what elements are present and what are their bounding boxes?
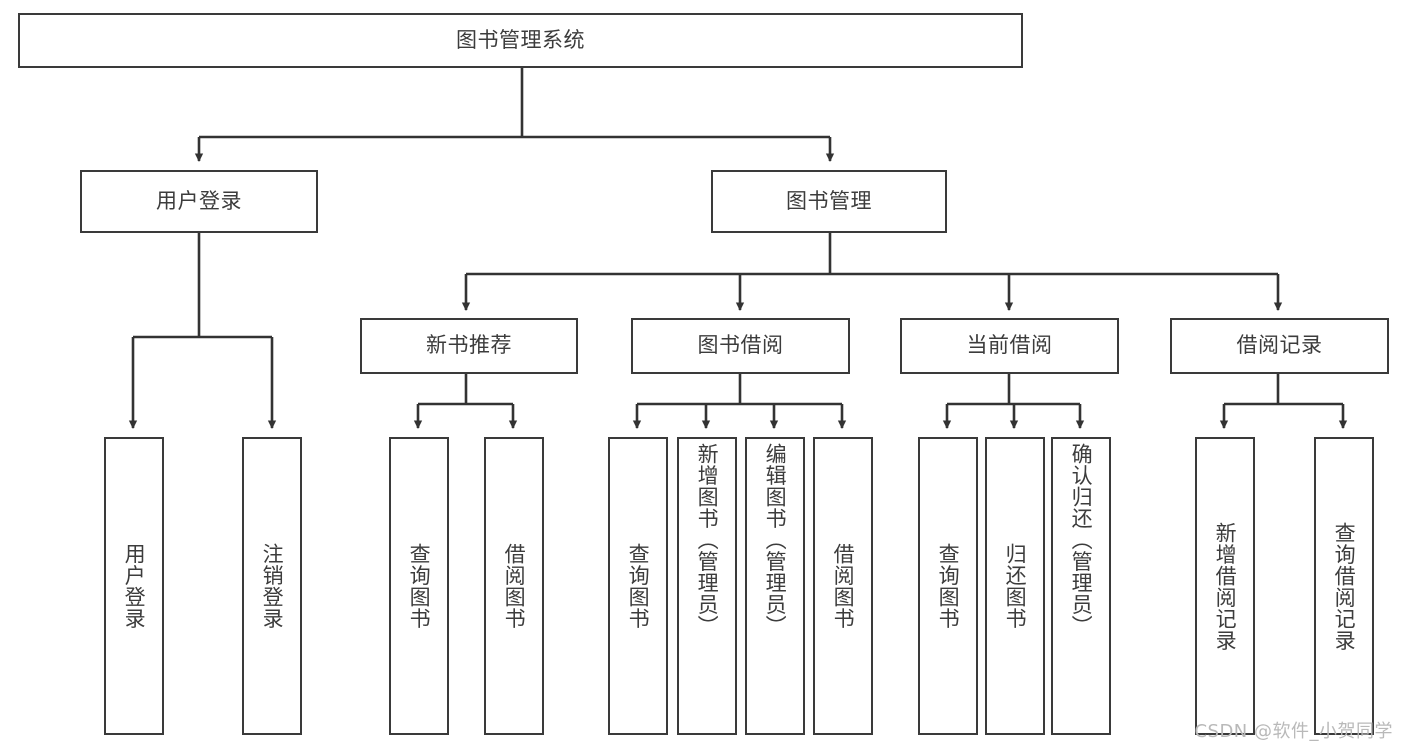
node-borrow-record[interactable]: 借阅记录 <box>1170 318 1389 374</box>
node-label: 新书推荐 <box>426 333 512 358</box>
leaf-borrow-borrow-book[interactable]: 借阅图书 <box>813 437 873 735</box>
node-label: 归还图书 <box>1003 543 1028 629</box>
node-new-book-recommend[interactable]: 新书推荐 <box>360 318 578 374</box>
node-label: 当前借阅 <box>966 333 1053 358</box>
node-root-system[interactable]: 图书管理系统 <box>18 13 1023 68</box>
node-book-management[interactable]: 图书管理 <box>711 170 947 233</box>
node-label: 借阅图书 <box>831 543 856 629</box>
watermark: CSDN @软件_小贺同学 <box>1194 721 1393 742</box>
node-user-login[interactable]: 用户登录 <box>80 170 318 233</box>
leaf-record-query[interactable]: 查询借阅记录 <box>1314 437 1374 735</box>
leaf-current-query-book[interactable]: 查询图书 <box>918 437 978 735</box>
leaf-borrow-add-book[interactable]: 新增图书（管理员） <box>677 437 737 735</box>
node-label: 借阅记录 <box>1236 333 1323 358</box>
node-label: 借阅图书 <box>502 543 527 629</box>
node-label: 图书管理系统 <box>456 27 585 52</box>
node-label: 新增图书（管理员） <box>695 443 720 637</box>
leaf-borrow-query-book[interactable]: 查询图书 <box>608 437 668 735</box>
leaf-borrow-edit-book[interactable]: 编辑图书（管理员） <box>745 437 805 735</box>
node-label: 用户登录 <box>122 543 147 629</box>
node-label: 新增借阅记录 <box>1213 521 1238 651</box>
node-label: 图书管理 <box>786 188 872 213</box>
node-label: 查询图书 <box>407 543 432 629</box>
leaf-current-confirm-return[interactable]: 确认归还（管理员） <box>1051 437 1111 735</box>
node-current-borrow[interactable]: 当前借阅 <box>900 318 1119 374</box>
leaf-user-login-signin[interactable]: 用户登录 <box>104 437 164 735</box>
node-label: 编辑图书（管理员） <box>763 443 788 637</box>
node-book-borrow[interactable]: 图书借阅 <box>631 318 850 374</box>
leaf-user-login-signout[interactable]: 注销登录 <box>242 437 302 735</box>
node-label: 确认归还（管理员） <box>1069 443 1094 637</box>
leaf-new-book-borrow[interactable]: 借阅图书 <box>484 437 544 735</box>
node-label: 查询借阅记录 <box>1332 521 1357 651</box>
node-label: 查询图书 <box>936 543 961 629</box>
node-label: 用户登录 <box>156 188 242 213</box>
leaf-record-add[interactable]: 新增借阅记录 <box>1195 437 1255 735</box>
node-label: 图书借阅 <box>697 333 784 358</box>
node-label: 注销登录 <box>260 543 285 629</box>
leaf-new-book-query[interactable]: 查询图书 <box>389 437 449 735</box>
node-label: 查询图书 <box>626 543 651 629</box>
leaf-current-return-book[interactable]: 归还图书 <box>985 437 1045 735</box>
